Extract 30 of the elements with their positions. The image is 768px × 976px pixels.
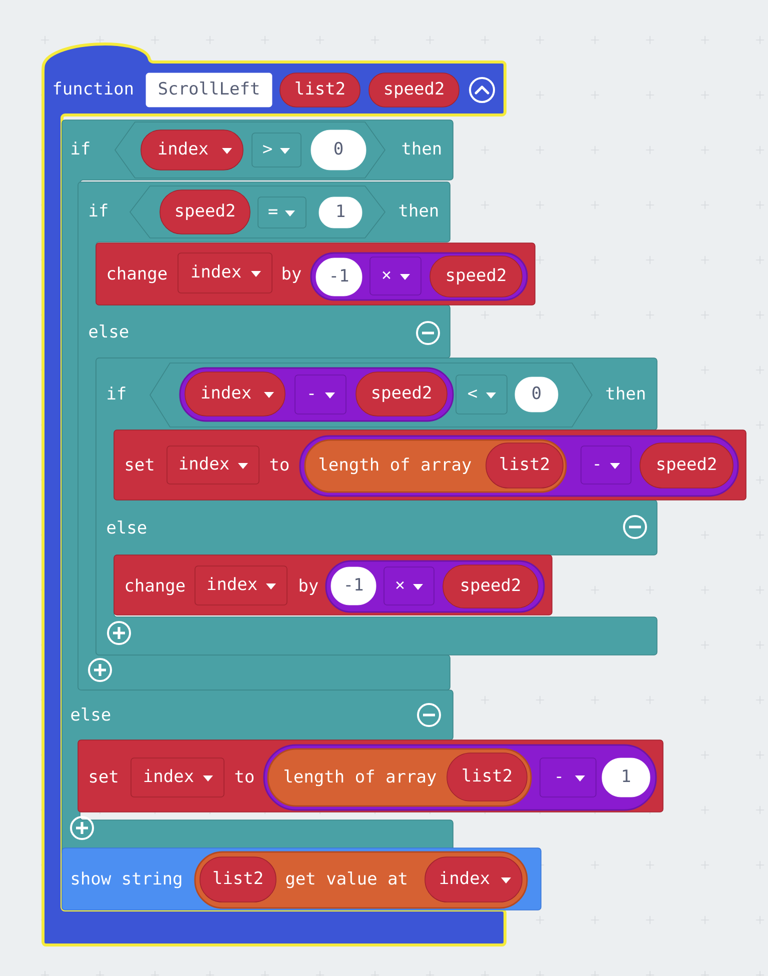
variable-pill: speed2: [640, 442, 734, 488]
variable-pill: speed2: [442, 564, 538, 608]
dropdown: <: [456, 374, 508, 414]
dropdown: -: [580, 446, 632, 484]
variable-pill: speed2: [160, 190, 250, 234]
variable-pill: list2: [280, 72, 360, 108]
number-field: 0: [310, 130, 366, 170]
dropdown: index: [178, 252, 272, 294]
number-field: 0: [514, 376, 558, 412]
variable-pill: speed2: [356, 372, 448, 416]
dropdown: ×: [384, 566, 434, 606]
number-field: -1: [316, 258, 362, 296]
variable-dropdown: index: [424, 856, 522, 902]
number-field: -1: [330, 566, 376, 606]
variable-dropdown: index: [140, 130, 244, 170]
variable-pill: list2: [446, 752, 528, 802]
dropdown: >: [252, 132, 302, 168]
variable-pill: speed2: [430, 256, 522, 298]
dropdown: index: [130, 758, 224, 798]
dropdown: ×: [370, 256, 422, 296]
number-field: 1: [602, 758, 650, 798]
dropdown: -: [540, 758, 596, 798]
dropdown: index: [166, 446, 260, 484]
name-field: ScrollLeft: [146, 72, 272, 108]
dropdown: index: [194, 566, 288, 606]
variable-pill: speed2: [368, 72, 460, 108]
variable-dropdown: index: [184, 372, 286, 416]
number-field: 1: [318, 196, 362, 228]
dropdown: -: [294, 374, 346, 414]
dropdown: =: [258, 196, 306, 228]
